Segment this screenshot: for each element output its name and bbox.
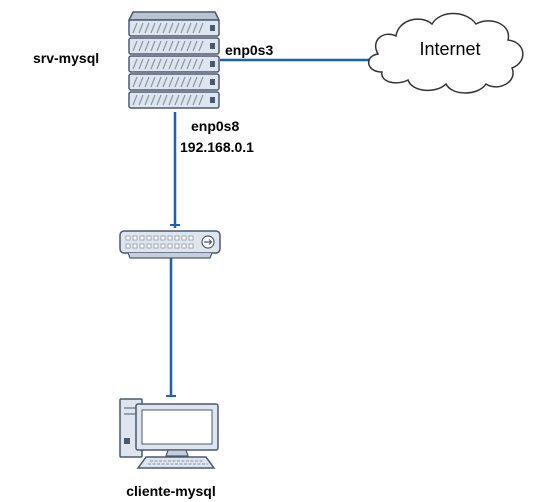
lan-ip-label: 192.168.0.1 — [180, 139, 254, 155]
cloud-icon — [368, 12, 524, 94]
computer-icon — [119, 398, 219, 469]
server-icon — [127, 11, 221, 109]
internet-label: Internet — [419, 39, 480, 59]
switch-icon — [119, 230, 221, 259]
wan-interface-label: enp0s3 — [225, 42, 273, 58]
links — [166, 55, 378, 397]
server-label: srv-mysql — [33, 50, 99, 66]
client-label: cliente-mysql — [126, 483, 215, 499]
lan-interface-label: enp0s8 — [191, 118, 239, 134]
